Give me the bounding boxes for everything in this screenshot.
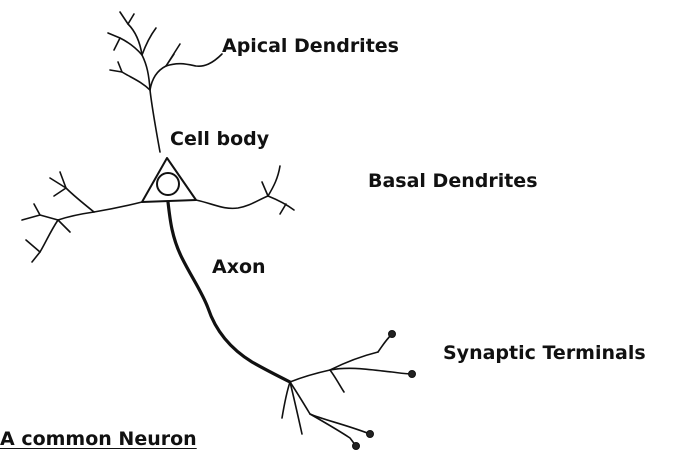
- apical-dendrites-label: Apical Dendrites: [222, 37, 399, 56]
- cell-body-label: Cell body: [170, 130, 269, 149]
- axon: [168, 202, 290, 382]
- basal-dendrites-left: [22, 172, 142, 262]
- terminal-knob: [409, 371, 416, 378]
- terminal-knob: [389, 331, 396, 338]
- nucleus: [157, 173, 179, 195]
- basal-dendrites-label: Basal Dendrites: [368, 172, 538, 191]
- diagram-caption: A common Neuron: [0, 430, 197, 449]
- terminal-knob: [353, 443, 360, 450]
- terminal-knob: [367, 431, 374, 438]
- synaptic-terminals-label: Synaptic Terminals: [443, 344, 646, 363]
- cell-body: [142, 158, 196, 202]
- axon-label: Axon: [212, 258, 266, 277]
- basal-dendrites-right: [196, 166, 294, 214]
- synaptic-terminals: [282, 331, 416, 450]
